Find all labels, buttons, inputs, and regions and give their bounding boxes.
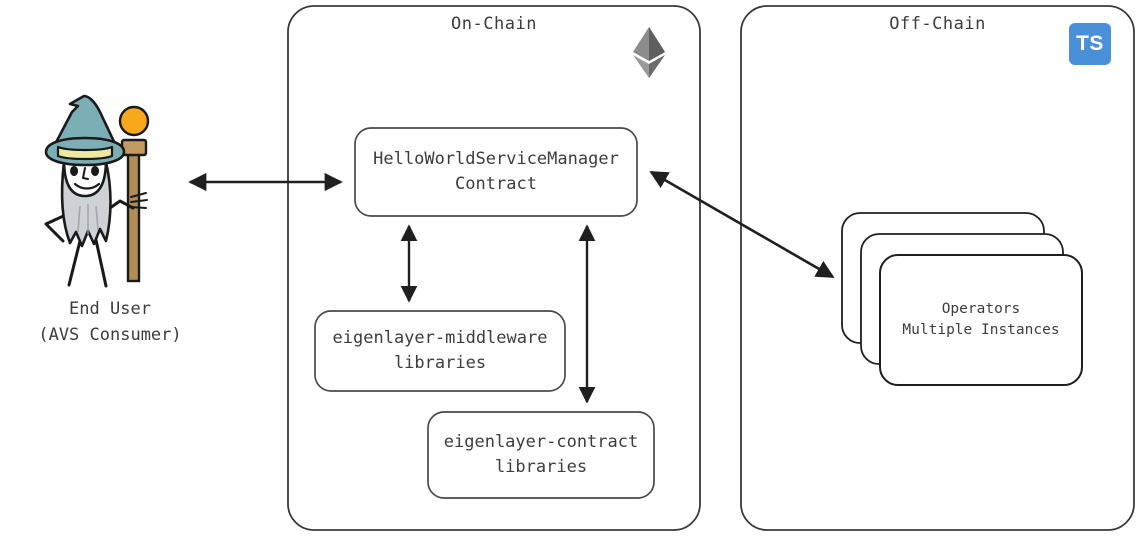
- connector-service-manager-to-operators: [649, 170, 835, 279]
- group-title-on-chain: On-Chain: [451, 14, 537, 34]
- node-label-service-manager[interactable]: HelloWorldServiceManager Contract: [373, 149, 619, 194]
- typescript-icon: TS: [1069, 23, 1111, 65]
- node-box-operators-front[interactable]: [879, 254, 1083, 386]
- node-box-contract-libraries[interactable]: [427, 411, 655, 499]
- node-box-service-manager[interactable]: [354, 127, 638, 217]
- ethereum-icon: [633, 27, 665, 78]
- node-box-middleware-libraries[interactable]: [314, 310, 566, 392]
- group-title-off-chain: Off-Chain: [889, 14, 986, 34]
- node-label-operators[interactable]: Operators Multiple Instances: [902, 300, 1060, 338]
- node-label-contract-libraries[interactable]: eigenlayer-contract libraries: [443, 432, 639, 477]
- wizard-avatar-icon: [44, 94, 150, 288]
- end-user-label: End User (AVS Consumer): [38, 299, 182, 346]
- node-label-middleware-libraries[interactable]: eigenlayer-middleware libraries: [332, 328, 548, 373]
